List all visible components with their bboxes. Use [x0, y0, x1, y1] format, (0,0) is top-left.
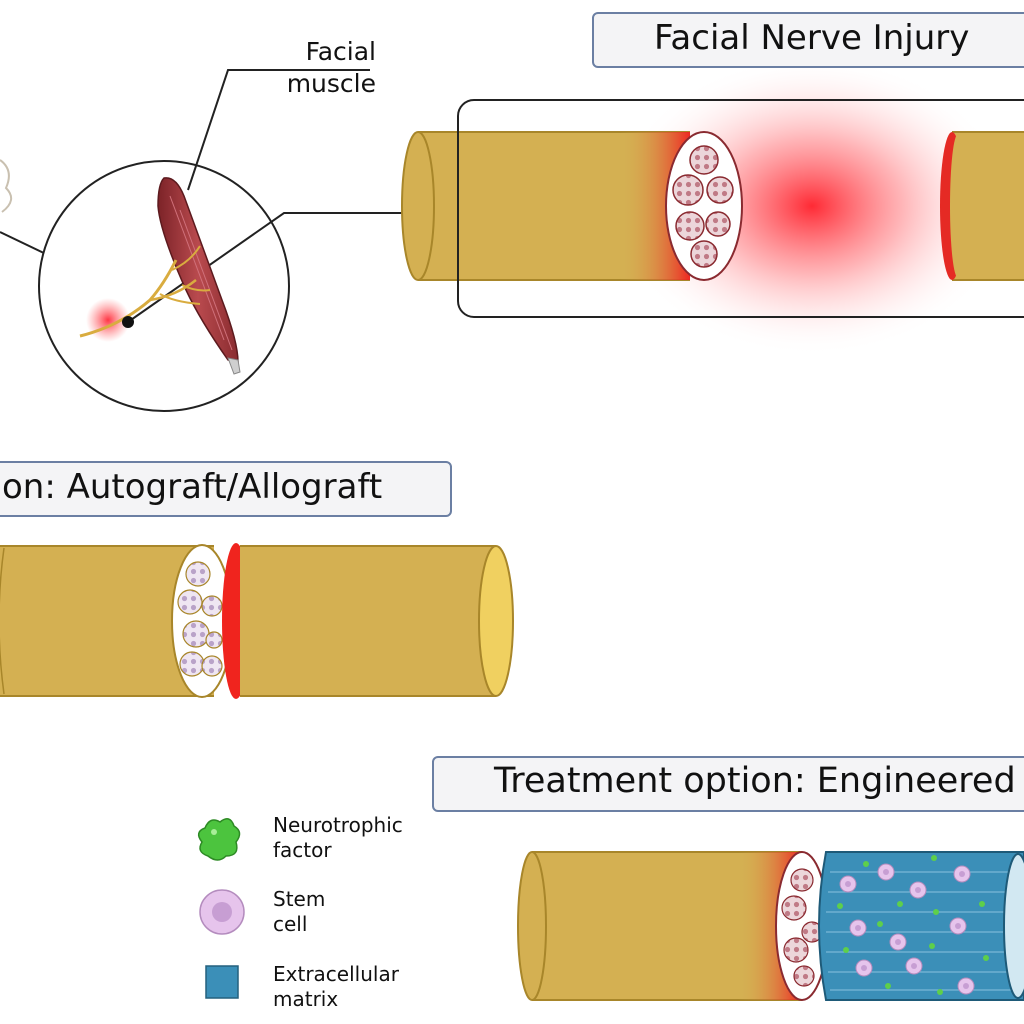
- eng-cross-section: [781, 868, 823, 987]
- autograft-nerve: [0, 543, 514, 699]
- engineered-treatment-title: Treatment option: Engineered: [432, 756, 1024, 812]
- legend-extracellular-matrix: Extracellular matrix: [273, 962, 399, 1012]
- title-text: on: Autograft/Allograft: [2, 467, 383, 507]
- engineered-nerve: [517, 851, 1024, 1001]
- autograft-allograft-title: on: Autograft/Allograft: [0, 461, 452, 517]
- label-line: muscle: [286, 69, 376, 98]
- legend-line: cell: [273, 912, 308, 936]
- scaffold-stem-cells: [839, 863, 975, 995]
- injury-nerve: [401, 56, 1024, 356]
- legend-neurotrophic-factor: Neurotrophic factor: [273, 813, 403, 863]
- face-sketch: [0, 159, 49, 256]
- legend-stem-cell: Stem cell: [273, 887, 325, 937]
- title-text: Facial Nerve Injury: [654, 18, 970, 58]
- legend-line: factor: [273, 838, 332, 862]
- legend-line: Extracellular: [273, 962, 399, 986]
- facial-nerve-injury-title: Facial Nerve Injury: [592, 12, 1024, 68]
- graft-cross-section: [177, 561, 223, 677]
- title-text: Treatment option: Engineered: [494, 761, 1016, 801]
- neurotrophic-factor-icon: [197, 818, 241, 861]
- scaffold-growth-factors: [837, 855, 989, 995]
- legend-line: Stem: [273, 887, 326, 911]
- facial-nerve-branches: [79, 245, 211, 342]
- extracellular-matrix-icon: [205, 965, 239, 999]
- zoom-circle: [38, 69, 458, 412]
- legend-line: Neurotrophic: [273, 813, 403, 837]
- label-line: Facial: [305, 37, 376, 66]
- legend-line: matrix: [273, 987, 339, 1011]
- nerve-cross-section: [672, 145, 734, 268]
- facial-muscle: [157, 177, 241, 375]
- facial-muscle-label: Facial muscle: [258, 36, 376, 100]
- stem-cell-icon: [199, 889, 245, 935]
